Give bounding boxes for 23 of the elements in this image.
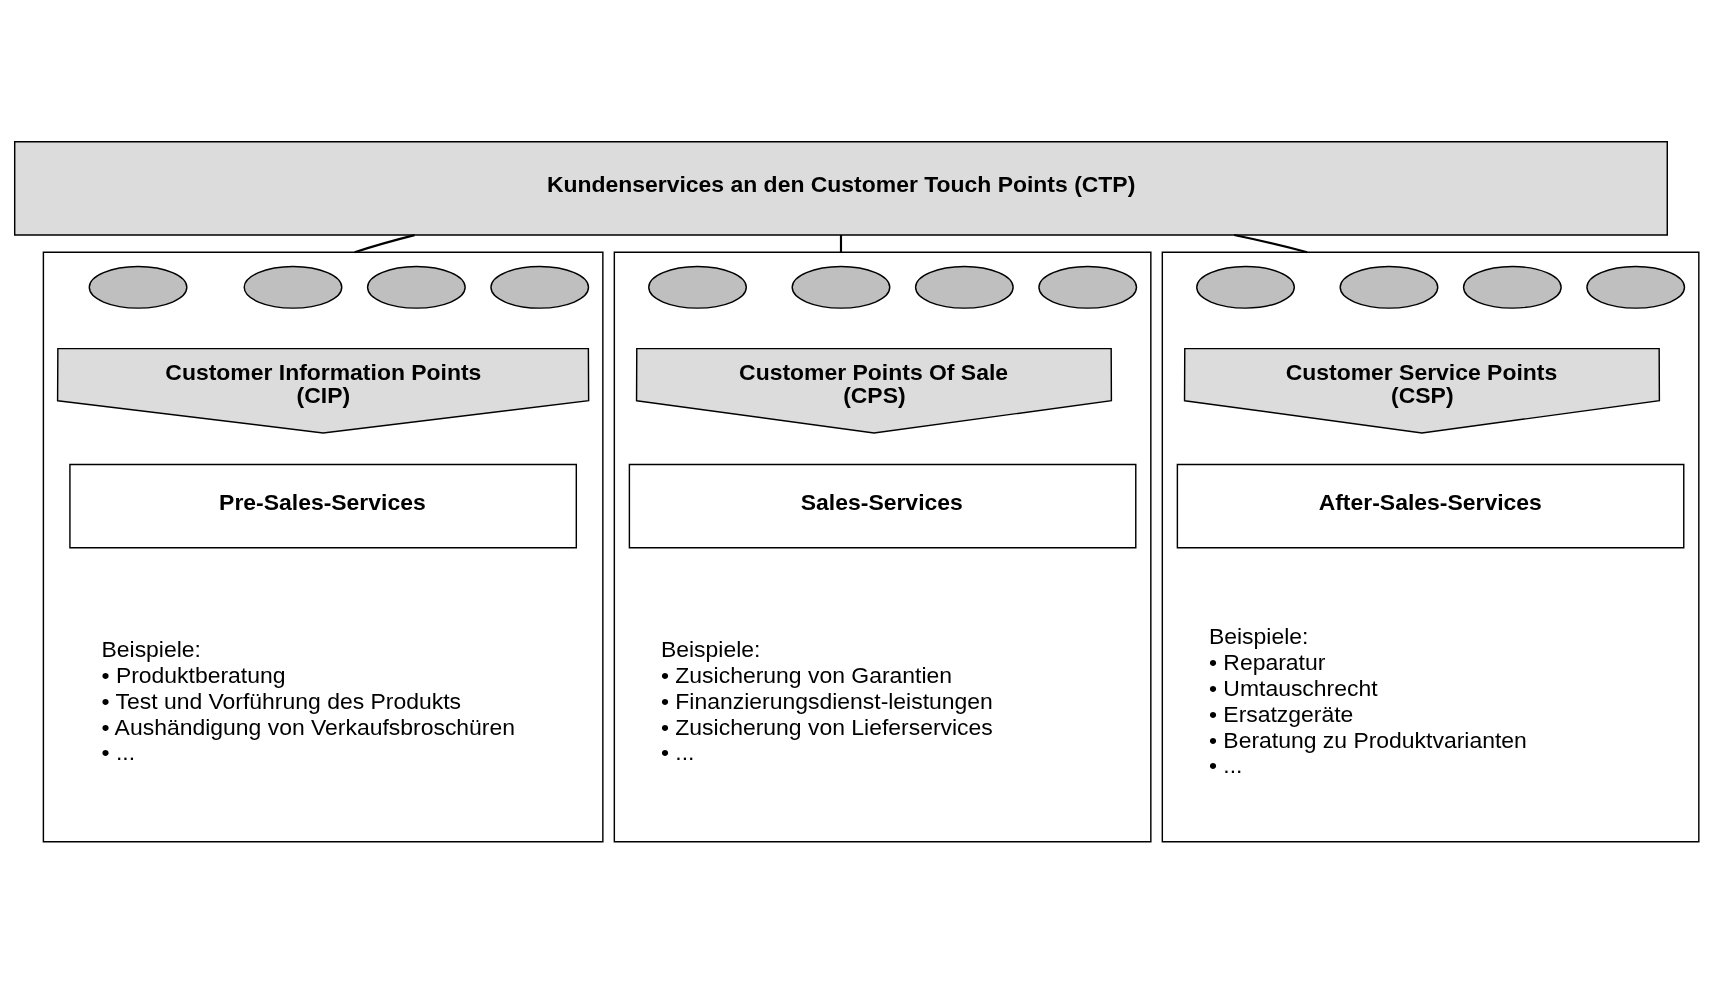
node-box: Kundenservices an den Customer Touch Points (CTP) bbox=[14, 140, 1668, 236]
node-circle bbox=[88, 265, 188, 309]
cluster bbox=[1161, 251, 1700, 842]
node-circle bbox=[1196, 265, 1295, 309]
node-text: Beispiele: • Produktberatung • Test und Vorführung des Produkts • Aushändigung von Verkaufsbroschüren • ... bbox=[101, 635, 516, 765]
cluster bbox=[42, 251, 604, 842]
cluster bbox=[613, 251, 1152, 842]
connector bbox=[839, 234, 843, 252]
node-circle bbox=[243, 265, 343, 309]
node-text: Beispiele: • Zusicherung von Garantien • Finanzierungsdienst-leistungen • Zusicherung von Lieferservices • ... bbox=[660, 635, 993, 765]
node-circle bbox=[648, 265, 747, 309]
node-circle bbox=[914, 265, 1014, 309]
node-box: Sales-Services bbox=[628, 463, 1137, 548]
node-circle bbox=[1586, 265, 1686, 309]
node-text: Beispiele: • Reparatur • Umtauschrecht • Ersatzgeräte • Beratung zu Produktvarianten • ... bbox=[1208, 622, 1527, 778]
node-circle bbox=[366, 265, 466, 309]
node-circle bbox=[791, 265, 891, 309]
node-circle bbox=[1038, 265, 1138, 309]
node-box: After-Sales-Services bbox=[1176, 463, 1685, 548]
node-circle bbox=[1462, 265, 1562, 309]
node-box: Pre-Sales-Services bbox=[69, 463, 578, 548]
node-circle bbox=[1339, 265, 1439, 309]
node-circle bbox=[490, 265, 590, 309]
